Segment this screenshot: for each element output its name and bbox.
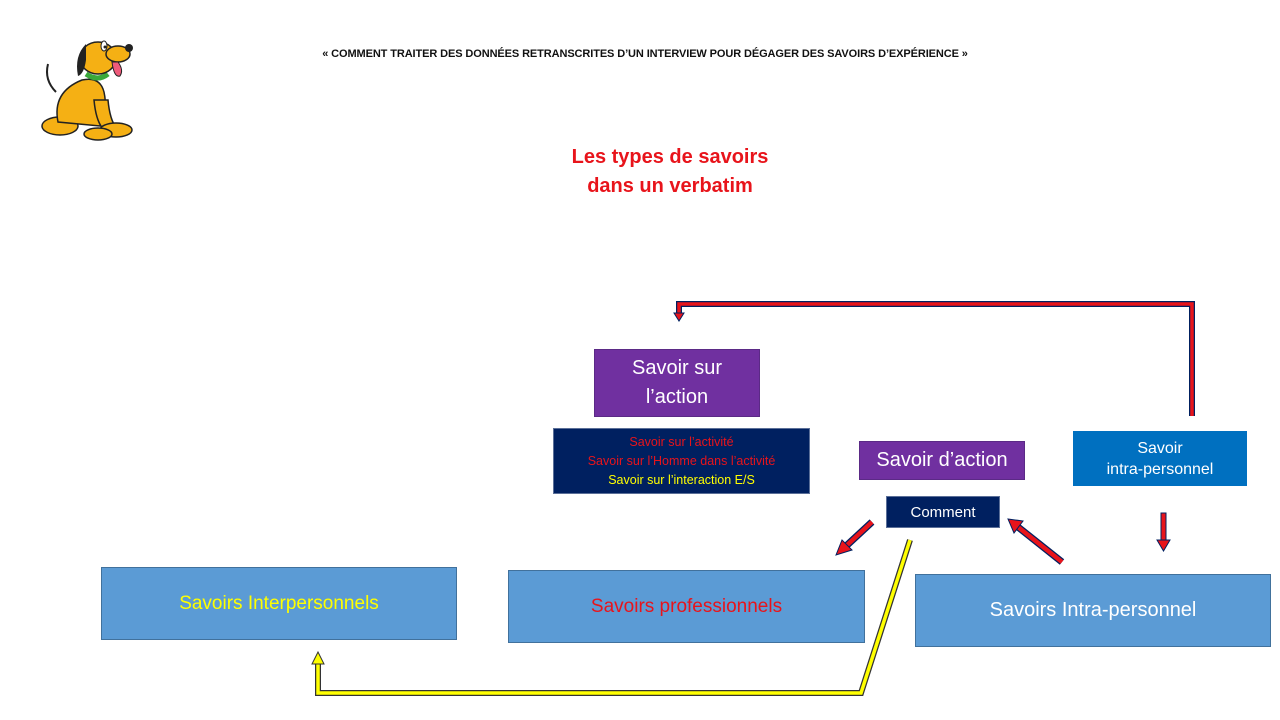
savoir-action-box: Savoir d’action <box>859 441 1025 480</box>
savoir-sur-action-line2: l’action <box>645 386 709 408</box>
savoirs-intra-personnel-label: Savoirs Intra-personnel <box>989 599 1197 621</box>
savoir-intra-personnel-box: Savoir intra-personnel <box>1073 431 1247 486</box>
comment-box: Comment <box>886 496 1000 528</box>
comment-label: Comment <box>910 503 976 521</box>
header-title: « COMMENT TRAITER DES DONNÉES RETRANSCRI… <box>322 48 968 60</box>
savoir-sur-action-line1: Savoir sur <box>631 357 723 379</box>
main-title: Les types de savoirs dans un verbatim <box>470 143 870 201</box>
detail-item-homme: Savoir sur l’Homme dans l’activité <box>587 453 776 468</box>
yellow-connector <box>311 539 913 696</box>
red-arrow-to-professionnels <box>835 519 875 556</box>
detail-item-activite: Savoir sur l’activité <box>629 434 734 449</box>
savoir-sur-action-box: Savoir sur l’action <box>594 349 760 417</box>
savoir-sur-action-details-box: Savoir sur l’activité Savoir sur l’Homme… <box>553 428 810 494</box>
savoir-intra-line2: intra-personnel <box>1106 460 1214 478</box>
savoirs-intra-personnel-box: Savoirs Intra-personnel <box>915 574 1271 647</box>
red-arrow-to-comment <box>1007 518 1065 565</box>
red-connector-top <box>673 301 1195 416</box>
pluto-dog-icon <box>41 40 133 141</box>
main-title-line1: Les types de savoirs <box>571 146 769 168</box>
savoirs-professionnels-box: Savoirs professionnels <box>508 570 865 643</box>
main-title-line2: dans un verbatim <box>587 175 753 197</box>
savoir-intra-line1: Savoir <box>1137 439 1183 457</box>
detail-item-interaction: Savoir sur l’interaction E/S <box>608 472 755 487</box>
savoirs-interpersonnels-label: Savoirs Interpersonnels <box>179 592 379 614</box>
savoir-action-label: Savoir d’action <box>876 449 1008 471</box>
savoirs-interpersonnels-box: Savoirs Interpersonnels <box>101 567 457 640</box>
savoirs-professionnels-label: Savoirs professionnels <box>590 595 783 617</box>
red-arrow-down <box>1156 512 1171 552</box>
